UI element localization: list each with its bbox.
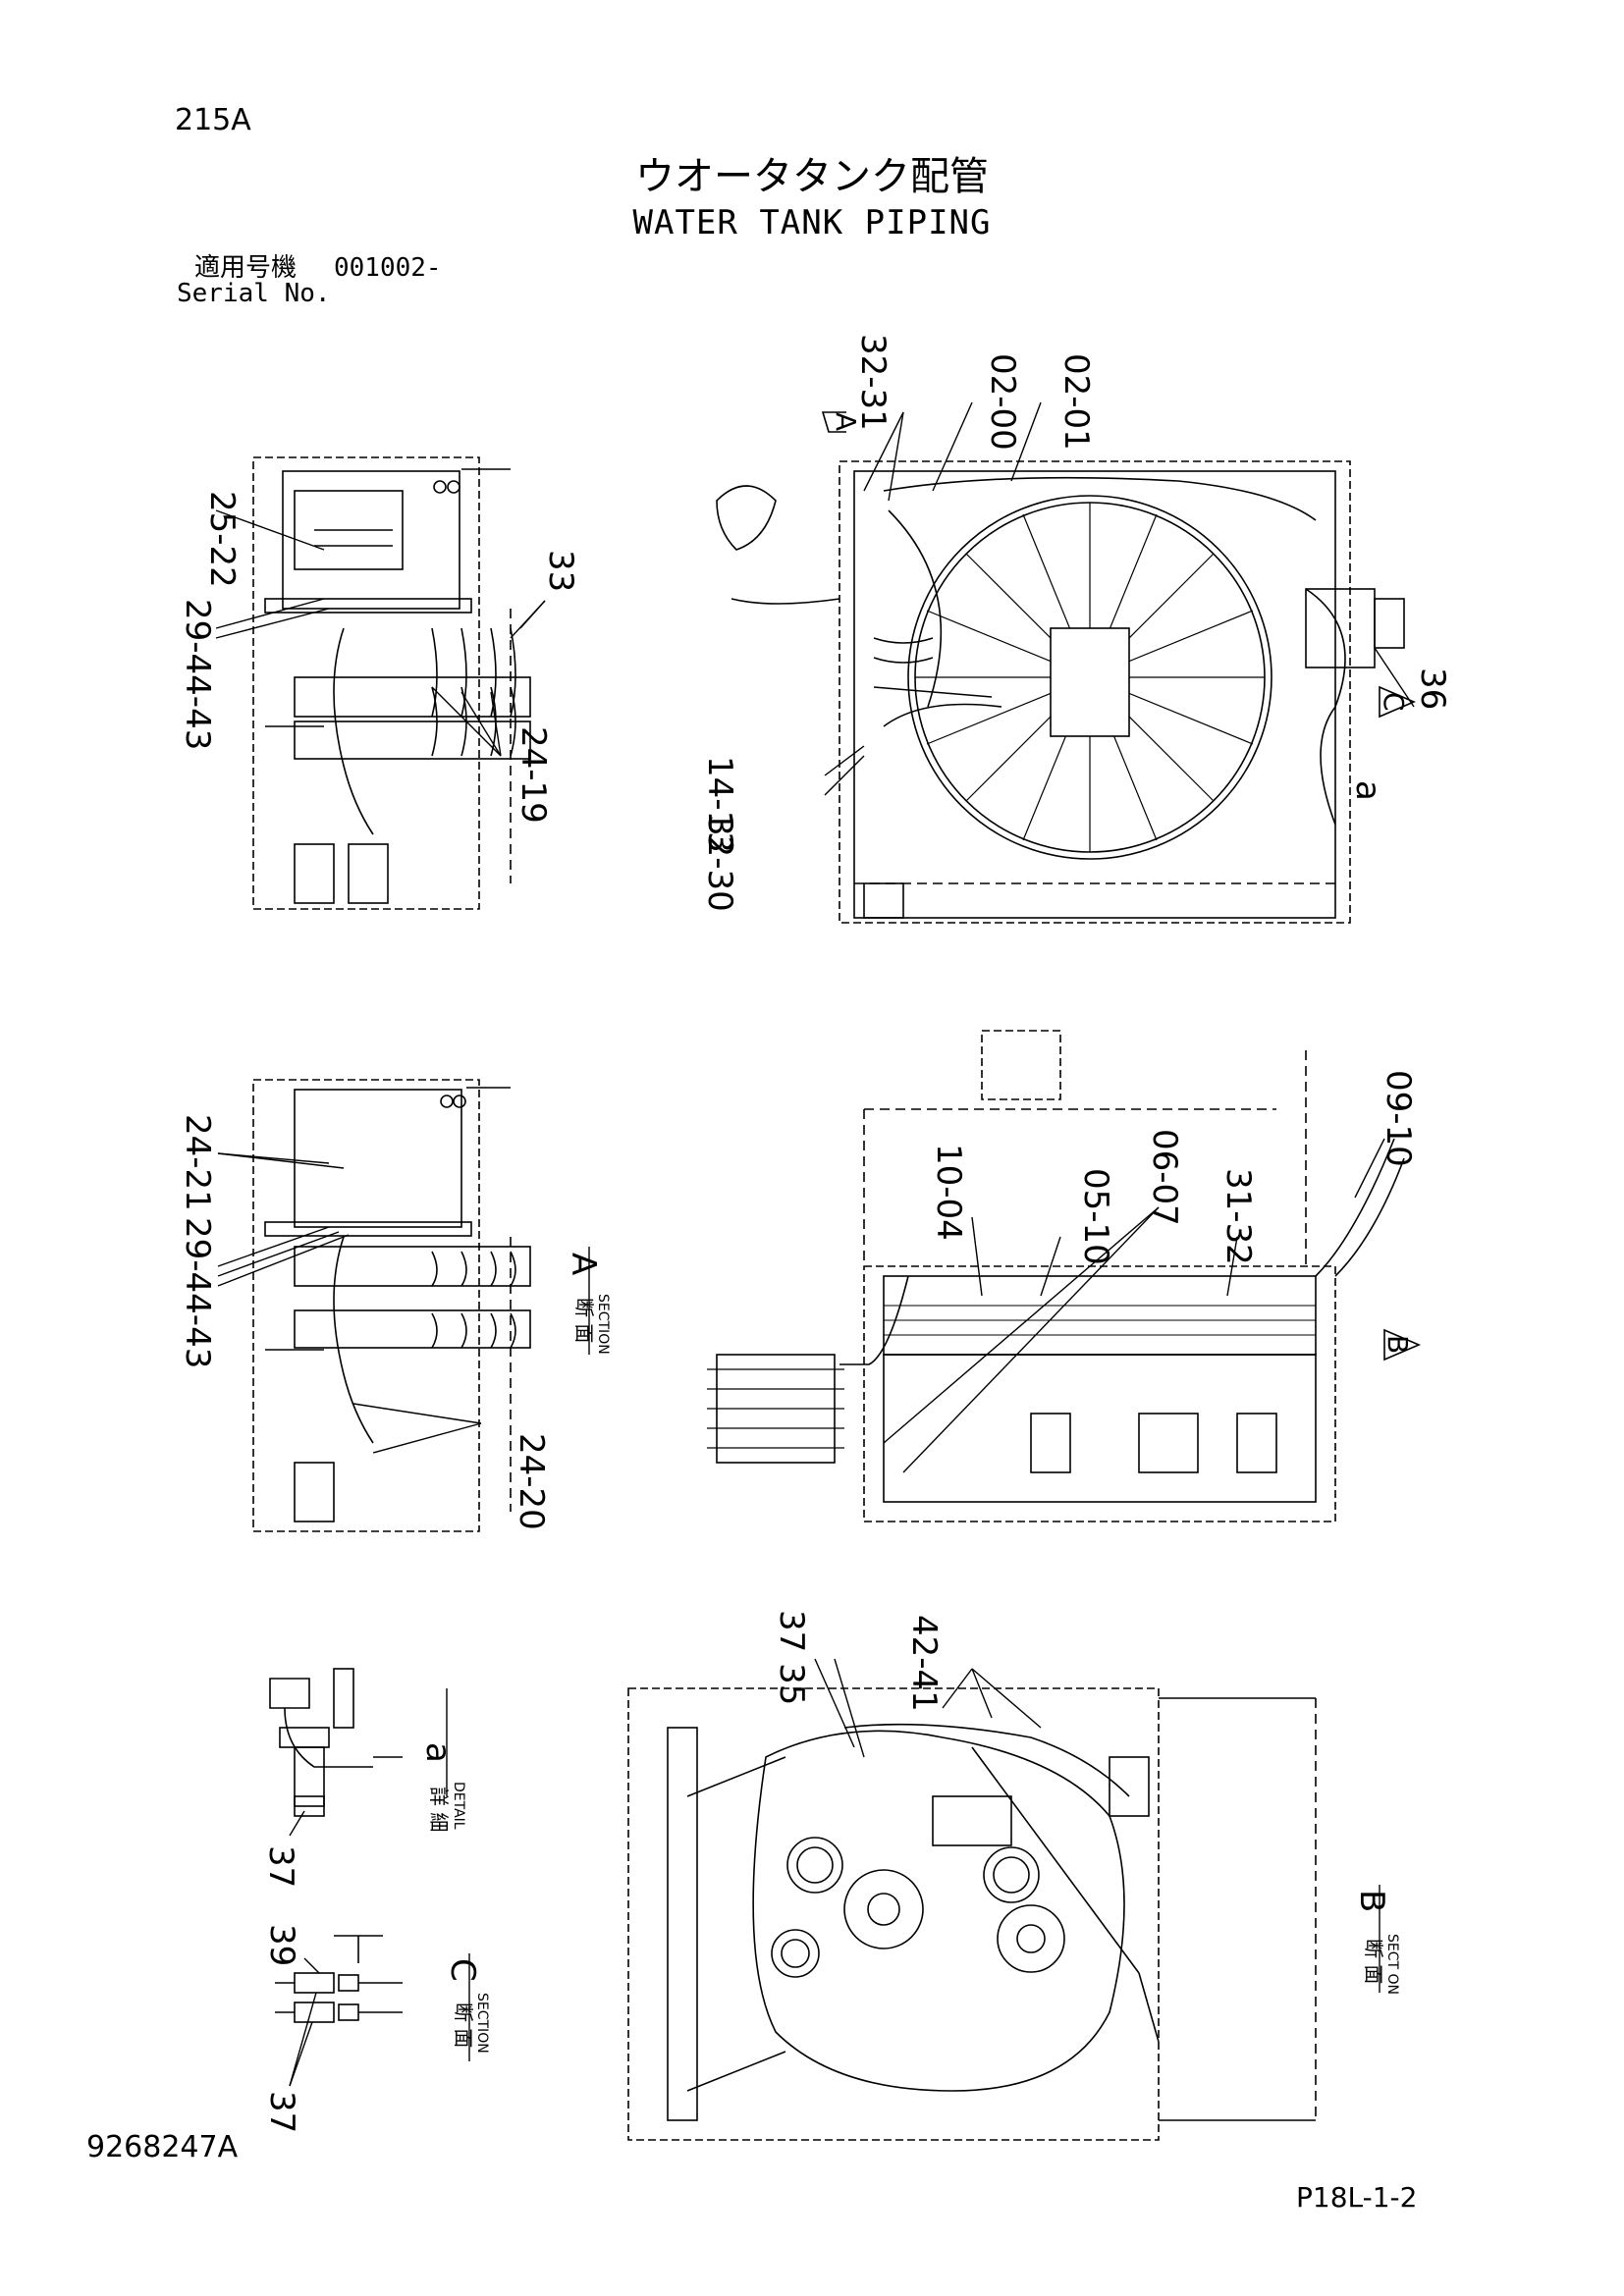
section-a-letter: A [564, 1253, 603, 1275]
section-marker-a: A [830, 412, 862, 431]
callout-09-10: 09-10 [1379, 1070, 1418, 1167]
callout-42-41: 42-41 [904, 1615, 944, 1712]
callout-29-44-43: 29-44-43 [178, 599, 217, 750]
leaders-view-detail-a [289, 1810, 305, 1837]
section-marker-b: B [1381, 1335, 1414, 1354]
leaders-view-section-a [217, 1152, 482, 1454]
callout-24-19: 24-19 [514, 726, 553, 824]
callout-24-21: 24-21 [178, 1114, 217, 1211]
title-japanese: ウオータタンク配管 [635, 154, 989, 199]
serial-label-english: Serial No. [177, 279, 331, 308]
callout-37-detail: 37 [261, 1845, 300, 1888]
callout-02-01: 02-01 [1056, 353, 1096, 451]
callout-14-13: 14-13 [700, 756, 739, 853]
drawing-number: 9268247A [86, 2130, 239, 2164]
section-b-label-en: SECT ON [1384, 1934, 1400, 1995]
callout-05-10: 05-10 [1076, 1168, 1115, 1265]
label-frames [446, 1247, 1380, 2061]
view-detail-a [269, 1668, 403, 1817]
callout-02-00: 02-00 [983, 353, 1022, 451]
view-mid-right [707, 1030, 1422, 1522]
section-c-label-en: SECTION [474, 1993, 490, 2054]
callout-25-22: 25-22 [202, 491, 242, 588]
page-number: 215A [175, 103, 251, 137]
callout-37-35: 37 35 [772, 1610, 811, 1705]
title-english: WATER TANK PIPING [632, 203, 992, 242]
callout-a: a [1348, 780, 1387, 801]
callout-29-44-43-a: 29-44-43 [178, 1217, 217, 1368]
section-b-letter: B [1352, 1890, 1391, 1912]
section-marker-c: C [1378, 692, 1410, 712]
leaders-view-section-b [814, 1658, 1042, 1758]
callout-36: 36 [1413, 667, 1452, 710]
leaders-view-mid-right [883, 1138, 1385, 1473]
callout-10-04: 10-04 [929, 1144, 968, 1241]
detail-a-letter: a [418, 1742, 458, 1763]
serial-label-japanese: 適用号機 [194, 253, 298, 283]
callout-32-31: 32-31 [853, 334, 893, 431]
leaders-view-top-left [215, 509, 546, 757]
callout-39: 39 [262, 1924, 301, 1966]
view-section-b [627, 1687, 1317, 2141]
section-a-label-jp: 断 面 [572, 1298, 596, 1343]
section-c-label-jp: 断 面 [452, 2002, 475, 2048]
view-section-c [275, 1935, 403, 2023]
view-section-a [252, 1079, 531, 1532]
callout-31-32: 31-32 [1218, 1168, 1258, 1265]
view-top-right [716, 411, 1417, 924]
view-top-left [252, 456, 531, 910]
callouts: 25-22 29-44-43 33 24-19 32-31 02-00 02-0… [178, 334, 1452, 2133]
sheet-code: P18L-1-2 [1296, 2181, 1418, 2214]
serial-value: 001002- [334, 253, 442, 283]
leaders-view-section-c [289, 1957, 320, 2087]
callout-32-30: 32-30 [700, 815, 739, 912]
callout-33: 33 [541, 550, 580, 592]
section-a-label-en: SECTION [595, 1294, 611, 1355]
callout-37-c: 37 [262, 2091, 301, 2133]
callout-06-07: 06-07 [1145, 1129, 1184, 1226]
leaders-view-top-right [824, 401, 1415, 796]
detail-a-label-en: DETAIL [451, 1782, 466, 1830]
callout-24-20: 24-20 [512, 1433, 551, 1530]
section-b-label-jp: 断 面 [1362, 1939, 1385, 1984]
section-c-letter: C [443, 1958, 482, 1982]
